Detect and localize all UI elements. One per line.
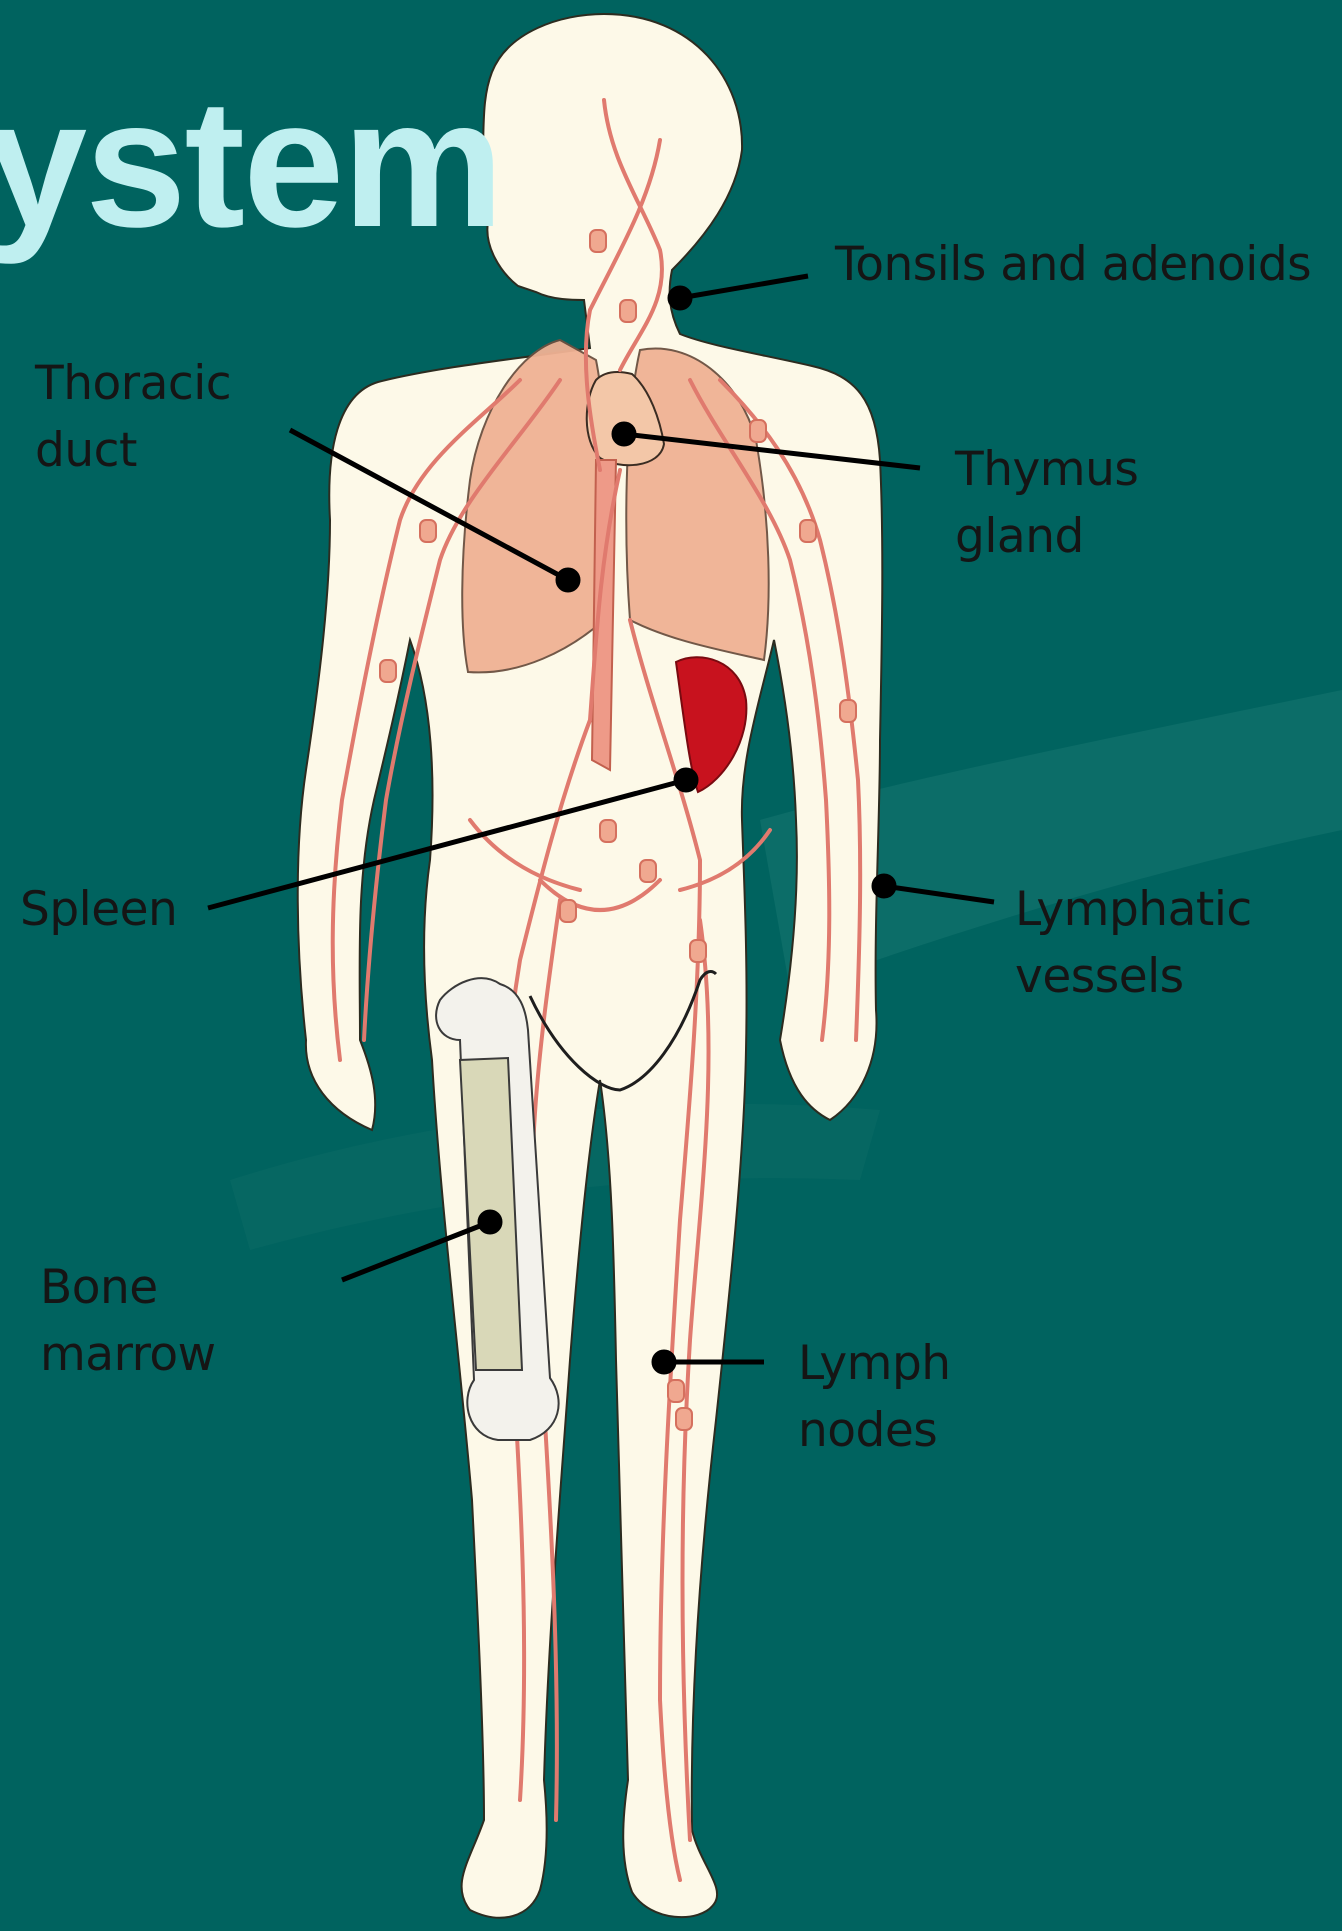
- label-lymph-nodes: Lymph nodes: [798, 1330, 951, 1464]
- label-lymphatic-vessels: Lymphatic vessels: [1015, 876, 1252, 1010]
- label-text: Tonsils and adenoids: [835, 231, 1311, 298]
- label-line-1: Lymph: [798, 1330, 951, 1397]
- label-line-1: Lymphatic: [1015, 876, 1252, 943]
- label-line-1: Thoracic: [35, 350, 231, 417]
- label-line-2: gland: [955, 503, 1138, 570]
- page-title: ystem: [0, 72, 502, 254]
- label-line-2: nodes: [798, 1397, 951, 1464]
- bone-marrow-pointer-dot: [480, 1212, 500, 1232]
- lymphatic-vessels-pointer-dot: [874, 876, 894, 896]
- label-tonsils-and-adenoids: Tonsils and adenoids: [835, 231, 1311, 298]
- label-line-2: marrow: [40, 1321, 216, 1388]
- thymus-pointer-dot: [614, 424, 634, 444]
- label-bone-marrow: Bone marrow: [40, 1254, 216, 1388]
- label-line-2: vessels: [1015, 943, 1252, 1010]
- label-line-2: duct: [35, 417, 231, 484]
- tonsils-pointer-dot: [670, 288, 690, 308]
- spleen-pointer-dot: [676, 770, 696, 790]
- label-line-1: Bone: [40, 1254, 216, 1321]
- lymph-nodes-pointer-dot: [654, 1352, 674, 1372]
- thoracic-duct-pointer-dot: [558, 570, 578, 590]
- label-thymus-gland: Thymus gland: [955, 436, 1138, 570]
- label-text: Spleen: [20, 876, 177, 943]
- body-silhouette: [298, 14, 883, 1918]
- label-spleen: Spleen: [20, 876, 177, 943]
- label-thoracic-duct: Thoracic duct: [35, 350, 231, 484]
- label-line-1: Thymus: [955, 436, 1138, 503]
